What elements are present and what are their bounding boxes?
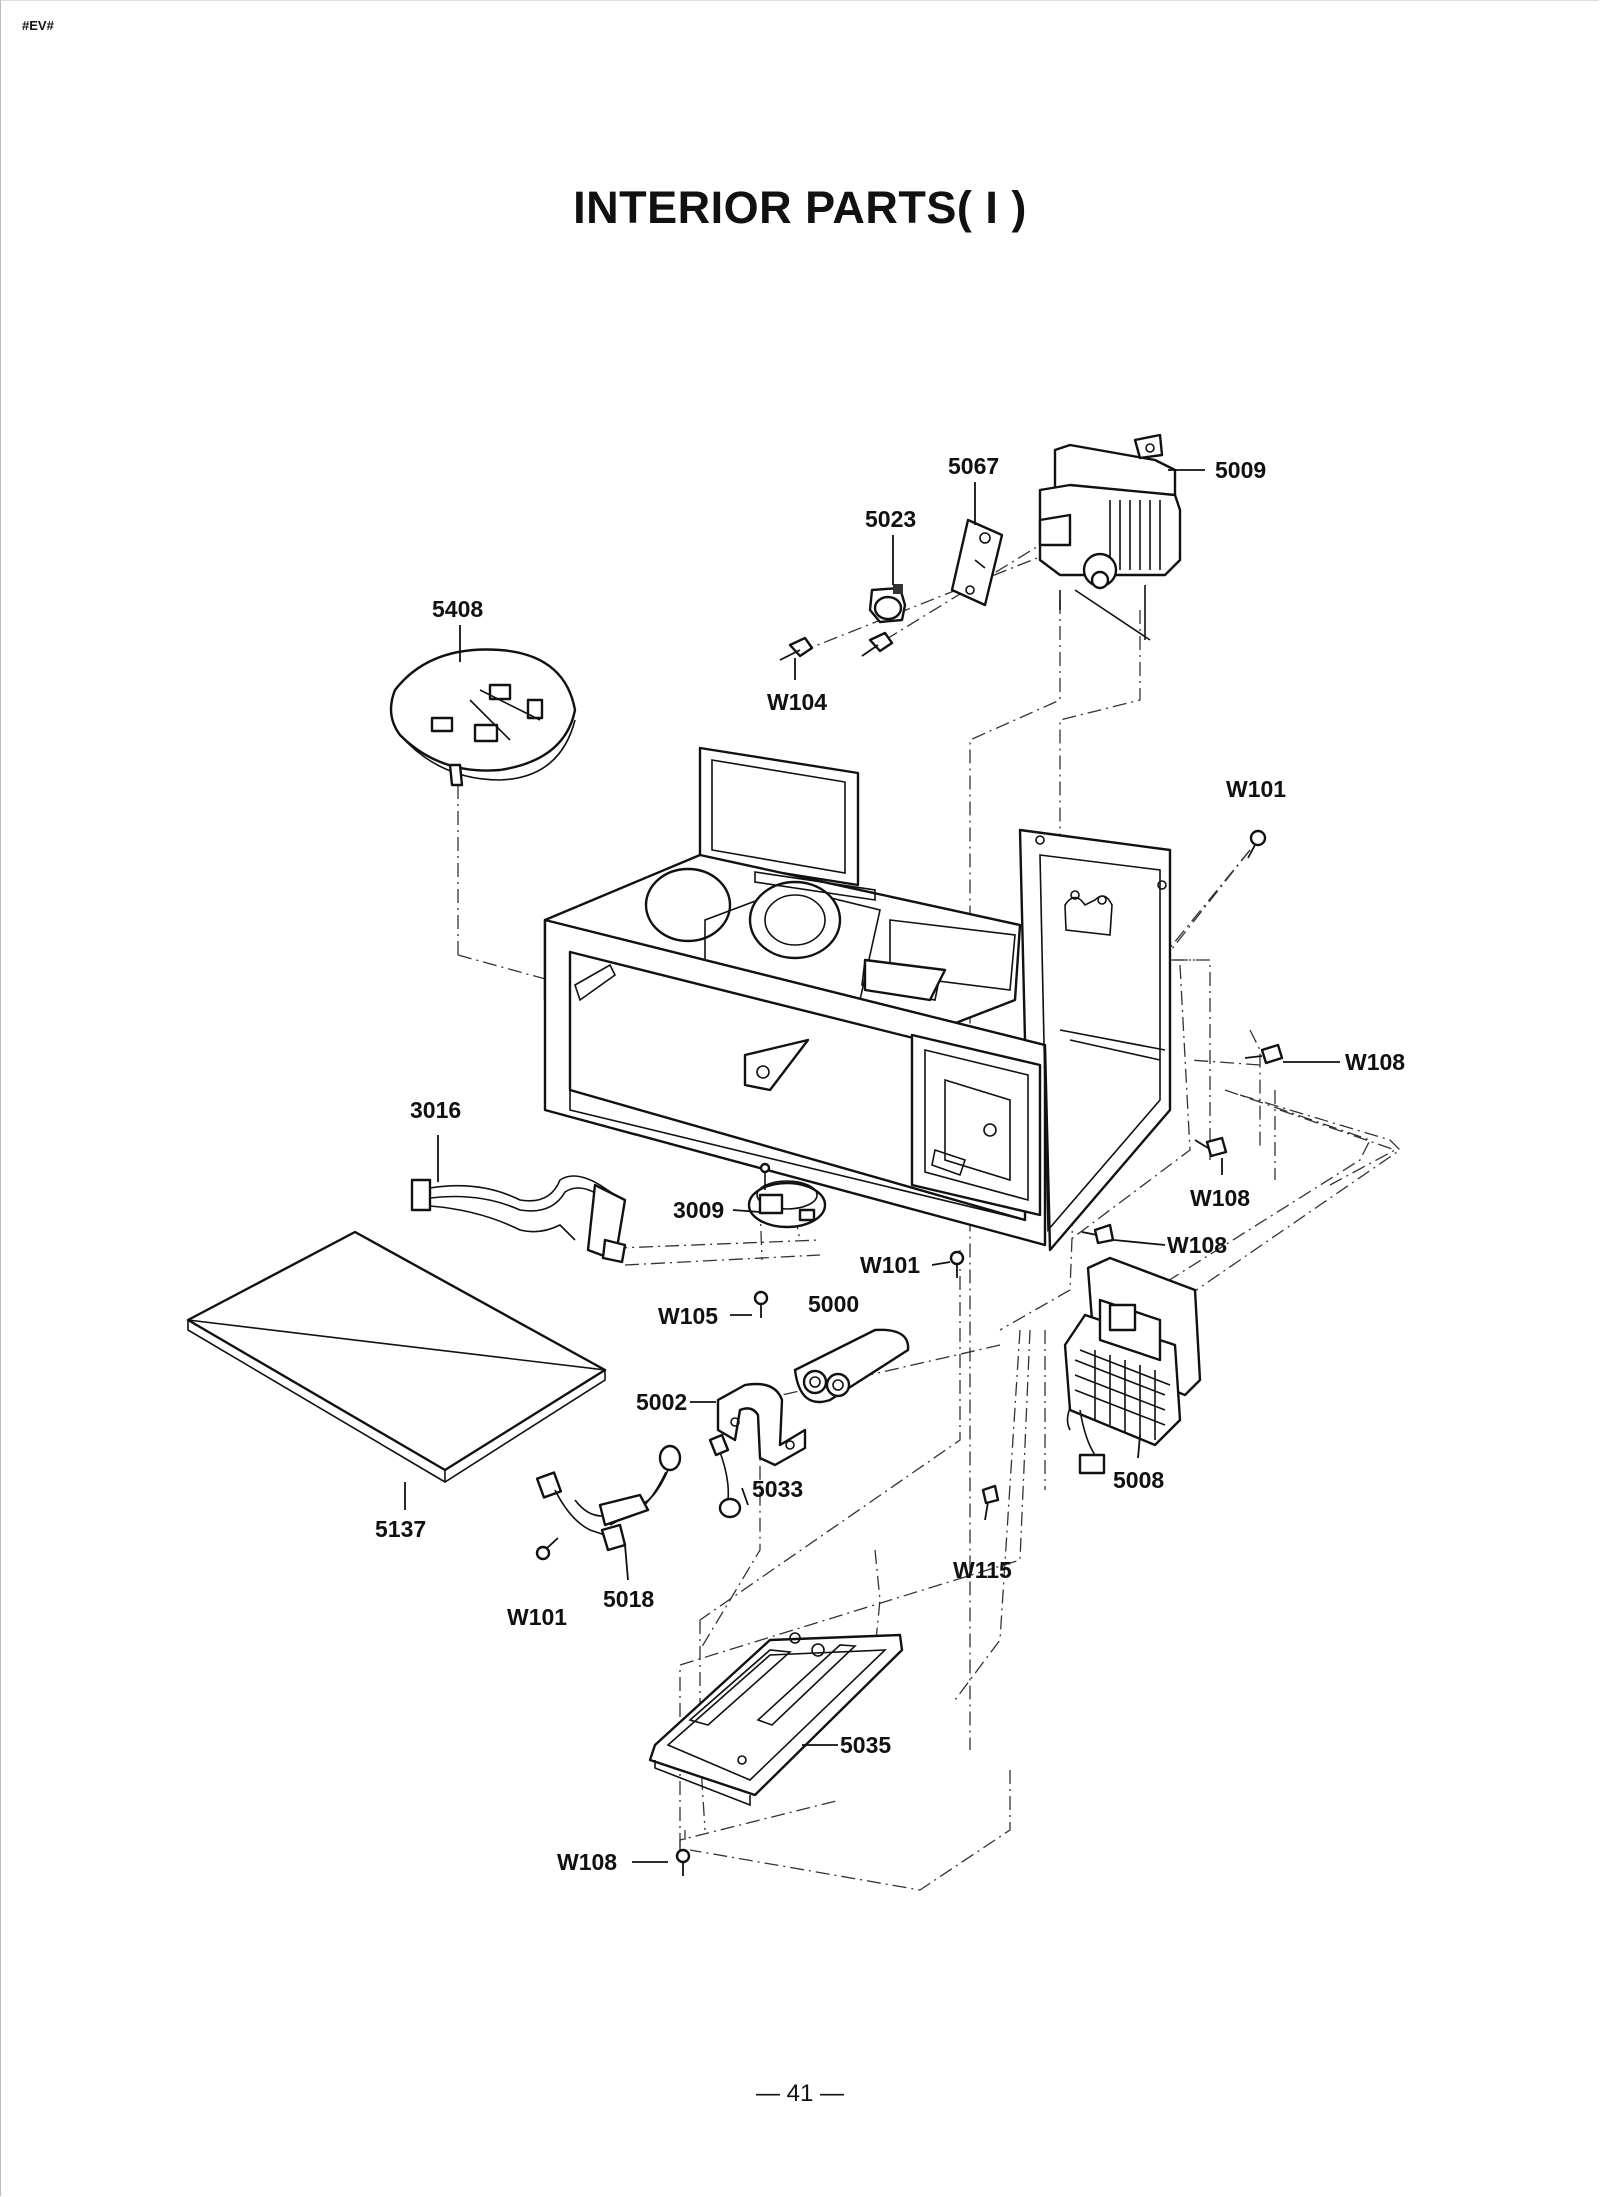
thermostat-5023 xyxy=(868,584,907,624)
callout-5018: 5018 xyxy=(603,1586,654,1612)
callout-5009: 5009 xyxy=(1215,457,1266,483)
screw-w108-lower xyxy=(1081,1223,1115,1245)
capacitor-bracket-5002 xyxy=(716,1382,807,1467)
callout-w104: W104 xyxy=(767,689,827,715)
callout-leader-lines xyxy=(404,469,1340,1863)
callout-5408: 5408 xyxy=(432,596,483,622)
base-plate-5035 xyxy=(648,1632,904,1807)
callout-w108-lower: W108 xyxy=(1167,1232,1227,1258)
screw-w101-mid xyxy=(949,1250,965,1278)
callout-5035: 5035 xyxy=(840,1732,891,1758)
page-title: INTERIOR PARTS( I ) xyxy=(573,182,1027,233)
callout-5008: 5008 xyxy=(1113,1467,1164,1493)
cover-sheet-5137 xyxy=(186,1230,607,1483)
screw-w104-a xyxy=(779,636,814,661)
screw-w115 xyxy=(981,1484,1000,1521)
oven-cavity-chassis xyxy=(543,746,1172,1252)
callout-w108-bottom: W108 xyxy=(557,1849,617,1875)
callout-labels: 5009 5067 5023 W104 5408 W101 W108 3016 … xyxy=(375,453,1405,1875)
callout-w105: W105 xyxy=(658,1303,718,1329)
callout-3016: 3016 xyxy=(410,1097,461,1123)
page-number: — 41 — xyxy=(755,2080,845,2107)
callout-w108-mid: W108 xyxy=(1190,1185,1250,1211)
screw-w104-b xyxy=(861,631,894,657)
screw-w101-top xyxy=(1247,829,1267,859)
callout-5033: 5033 xyxy=(752,1476,803,1502)
motor-3009 xyxy=(747,1162,827,1229)
screw-w108-mid xyxy=(1194,1136,1228,1158)
callout-5023: 5023 xyxy=(865,506,916,532)
magnetron-5009 xyxy=(1038,433,1182,641)
screw-w101-bottom xyxy=(535,1537,559,1561)
hv-wire-5018 xyxy=(535,1444,682,1552)
callout-3009: 3009 xyxy=(673,1197,724,1223)
diode-5033 xyxy=(708,1433,742,1519)
wire-harness-3016 xyxy=(410,1175,627,1264)
screw-w105 xyxy=(753,1290,769,1318)
callout-5000: 5000 xyxy=(808,1291,859,1317)
capacitor-5000 xyxy=(793,1328,910,1404)
callout-5137: 5137 xyxy=(375,1516,426,1542)
screw-w108-right xyxy=(1244,1043,1284,1065)
callout-w101-top: W101 xyxy=(1226,776,1286,802)
callout-5067: 5067 xyxy=(948,453,999,479)
transformer-5008 xyxy=(1063,1256,1202,1475)
bracket-5067 xyxy=(950,518,1004,607)
stirrer-5408 xyxy=(389,648,577,787)
callout-5002: 5002 xyxy=(636,1389,687,1415)
callout-w115: W115 xyxy=(953,1557,1012,1583)
callout-w108-right: W108 xyxy=(1345,1049,1405,1075)
corner-mark: #EV# xyxy=(22,18,54,33)
callout-w101-bottom: W101 xyxy=(507,1604,567,1630)
callout-w101-mid: W101 xyxy=(860,1252,920,1278)
screw-w108-bottom xyxy=(675,1848,691,1876)
